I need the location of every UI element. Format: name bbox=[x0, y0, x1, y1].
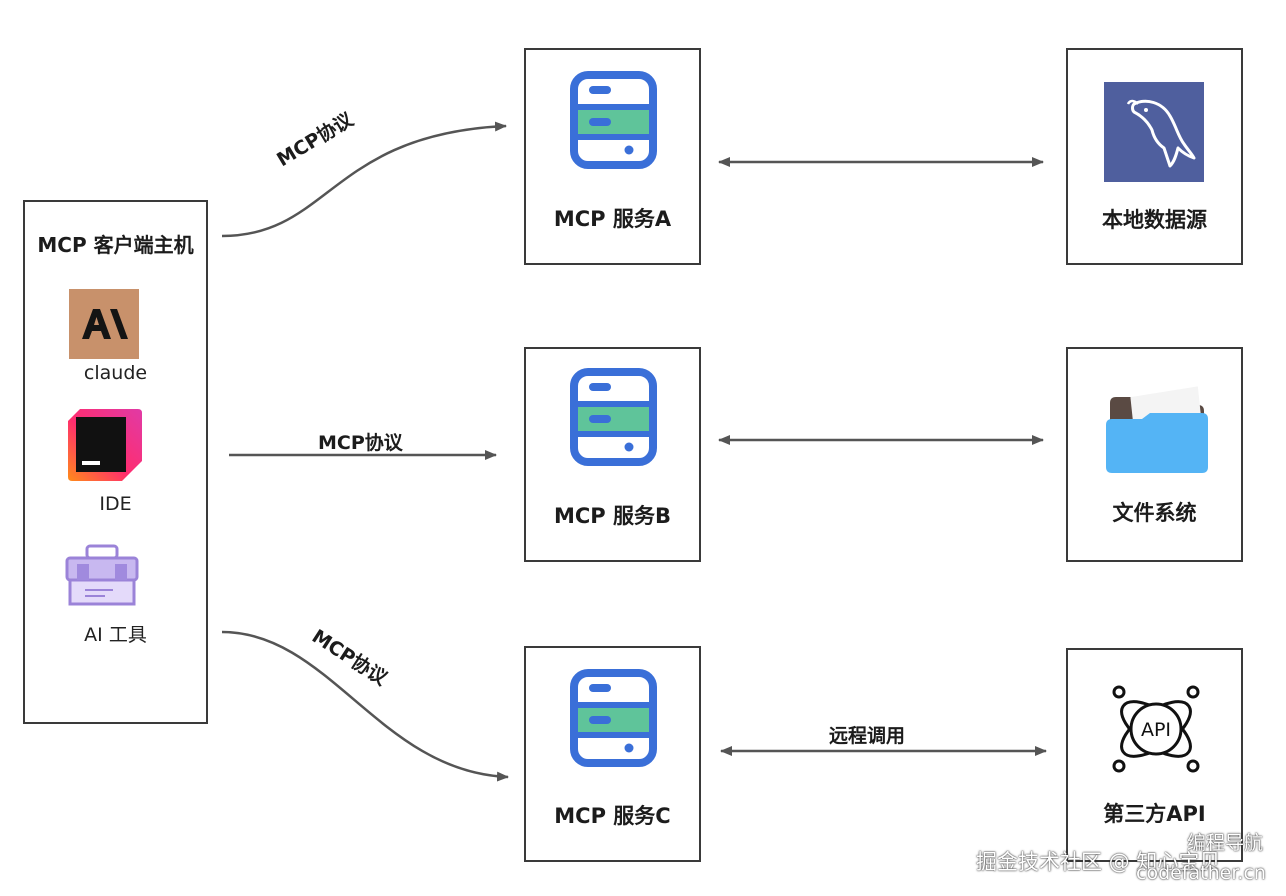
claude-icon bbox=[82, 309, 128, 339]
folder-icon bbox=[1106, 386, 1208, 473]
protocol-label-b: MCP协议 bbox=[318, 432, 403, 454]
datasource-box: 本地数据源 bbox=[1066, 48, 1243, 265]
watermark-main: 掘金技术社区 @ 知心宝贝 bbox=[976, 850, 1221, 874]
server-b-label: MCP 服务B bbox=[553, 504, 672, 528]
server-a-box: MCP 服务A bbox=[524, 48, 701, 265]
api-logo: API bbox=[1109, 682, 1203, 781]
api-label: 第三方API bbox=[1103, 802, 1206, 826]
filesystem-box: 文件系统 bbox=[1066, 347, 1243, 562]
remote-call-label: 远程调用 bbox=[829, 725, 906, 747]
toolbox-logo bbox=[65, 544, 139, 608]
host-box: MCP 客户端主机 claude IDE bbox=[23, 200, 208, 724]
filesystem-label: 文件系统 bbox=[1112, 501, 1197, 525]
server-icon bbox=[569, 668, 659, 773]
server-c-box: MCP 服务C bbox=[524, 646, 701, 862]
server-c-label: MCP 服务C bbox=[554, 804, 671, 828]
folder-logo bbox=[1102, 385, 1212, 482]
arrow-host-to-server-a bbox=[221, 121, 507, 238]
watermark-corner-bottom: codefather.cn bbox=[1136, 862, 1266, 884]
server-icon bbox=[569, 367, 659, 472]
ide-logo bbox=[66, 405, 144, 483]
ide-icon bbox=[68, 409, 142, 481]
claude-logo bbox=[69, 289, 139, 359]
server-a-label: MCP 服务A bbox=[553, 207, 672, 231]
datasource-label: 本地数据源 bbox=[1102, 208, 1207, 232]
server-icon bbox=[569, 70, 659, 175]
api-icon-text: API bbox=[1141, 719, 1171, 741]
server-b-box: MCP 服务B bbox=[524, 347, 701, 562]
host-title: MCP 客户端主机 bbox=[37, 233, 194, 257]
watermark-corner-top: 编程导航 bbox=[1187, 832, 1264, 854]
api-icon: API bbox=[1112, 685, 1200, 773]
mysql-logo bbox=[1104, 82, 1204, 182]
claude-label: claude bbox=[83, 362, 148, 384]
toolbox-icon bbox=[65, 544, 139, 606]
dolphin-icon bbox=[1126, 99, 1196, 168]
api-box: API 第三方API bbox=[1066, 648, 1243, 862]
ai-tool-label: AI 工具 bbox=[84, 624, 147, 646]
arrow-host-to-server-c bbox=[221, 630, 509, 782]
ide-label: IDE bbox=[99, 493, 132, 515]
